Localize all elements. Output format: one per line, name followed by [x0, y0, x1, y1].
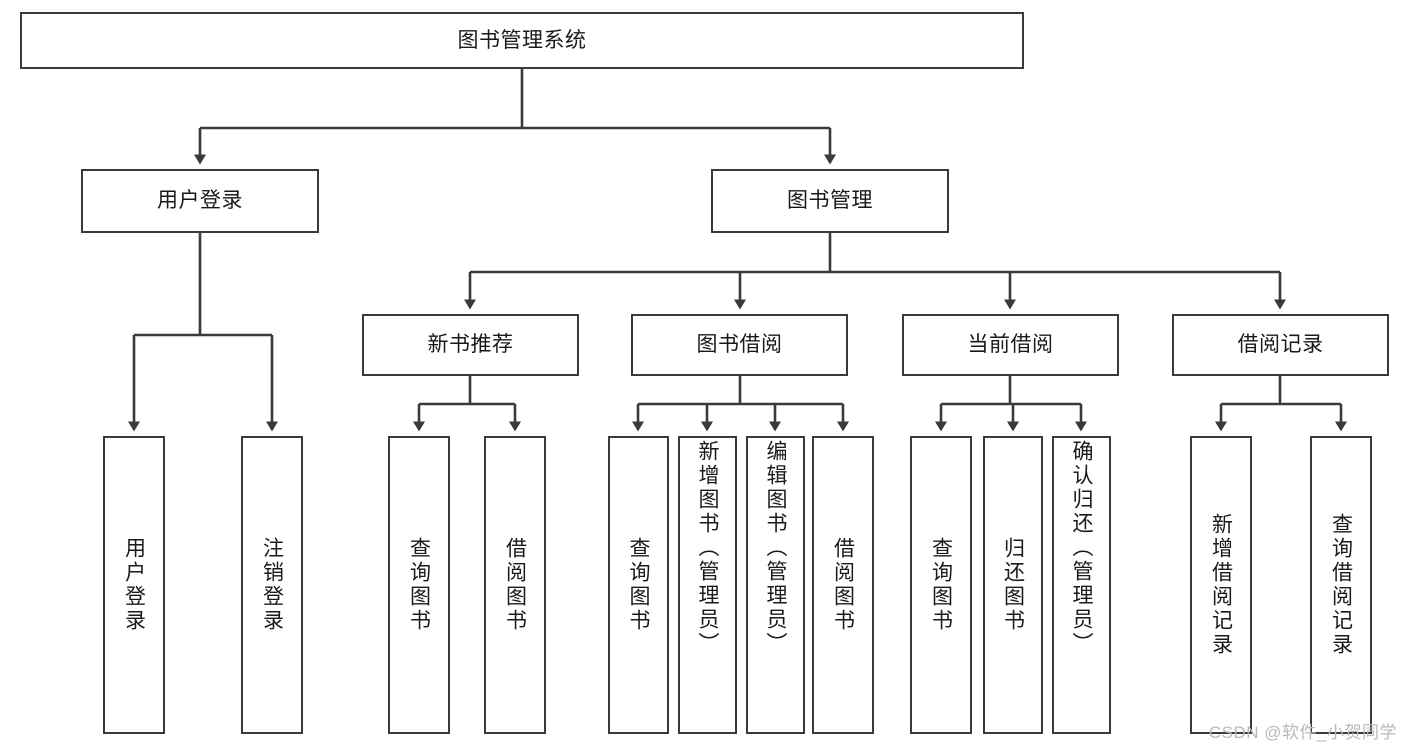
node-new-book-recommend-label: 新书推荐: [427, 333, 514, 357]
node-book-borrow-label: 图书借阅: [696, 333, 783, 357]
leaf-query-book-new[interactable]: 查询图书: [388, 436, 450, 734]
node-borrow-records[interactable]: 借阅记录: [1172, 314, 1389, 376]
leaf-query-borrow-record[interactable]: 查询借阅记录: [1310, 436, 1372, 734]
leaf-query-book-current-label: 查询图书: [929, 537, 953, 633]
leaf-user-login[interactable]: 用户登录: [103, 436, 165, 734]
leaf-confirm-return-admin-label: 确认归还（管理员）: [1070, 440, 1093, 656]
leaf-borrow-book-new-label: 借阅图书: [503, 537, 527, 633]
node-current-borrow[interactable]: 当前借阅: [902, 314, 1119, 376]
leaf-query-borrow-record-label: 查询借阅记录: [1329, 513, 1353, 657]
leaf-user-login-label: 用户登录: [122, 537, 146, 633]
leaf-edit-book-admin[interactable]: 编辑图书（管理员）: [746, 436, 805, 734]
leaf-add-book-admin[interactable]: 新增图书（管理员）: [678, 436, 737, 734]
leaf-logout-label: 注销登录: [260, 537, 284, 633]
node-book-management-label: 图书管理: [787, 189, 873, 213]
leaf-edit-book-admin-label: 编辑图书（管理员）: [764, 440, 787, 656]
node-book-management[interactable]: 图书管理: [711, 169, 949, 233]
node-current-borrow-label: 当前借阅: [967, 333, 1054, 357]
node-root[interactable]: 图书管理系统: [20, 12, 1024, 69]
leaf-logout[interactable]: 注销登录: [241, 436, 303, 734]
node-root-label: 图书管理系统: [457, 28, 587, 52]
node-book-borrow[interactable]: 图书借阅: [631, 314, 848, 376]
leaf-confirm-return-admin[interactable]: 确认归还（管理员）: [1052, 436, 1111, 734]
node-new-book-recommend[interactable]: 新书推荐: [362, 314, 579, 376]
leaf-borrow-book-new[interactable]: 借阅图书: [484, 436, 546, 734]
node-user-login[interactable]: 用户登录: [81, 169, 319, 233]
leaf-lend-book-label: 借阅图书: [831, 537, 855, 633]
leaf-add-borrow-record-label: 新增借阅记录: [1209, 513, 1233, 657]
leaf-add-borrow-record[interactable]: 新增借阅记录: [1190, 436, 1252, 734]
leaf-add-book-admin-label: 新增图书（管理员）: [696, 440, 719, 656]
watermark: CSDN @软件_小贺同学: [1208, 723, 1397, 742]
leaf-query-book-borrow[interactable]: 查询图书: [608, 436, 669, 734]
leaf-query-book-new-label: 查询图书: [407, 537, 431, 633]
leaf-query-book-borrow-label: 查询图书: [627, 537, 650, 633]
leaf-query-book-current[interactable]: 查询图书: [910, 436, 972, 734]
leaf-lend-book[interactable]: 借阅图书: [812, 436, 874, 734]
leaf-return-book-label: 归还图书: [1001, 537, 1025, 633]
leaf-return-book[interactable]: 归还图书: [983, 436, 1043, 734]
node-borrow-records-label: 借阅记录: [1237, 333, 1324, 357]
node-user-login-label: 用户登录: [157, 189, 243, 213]
